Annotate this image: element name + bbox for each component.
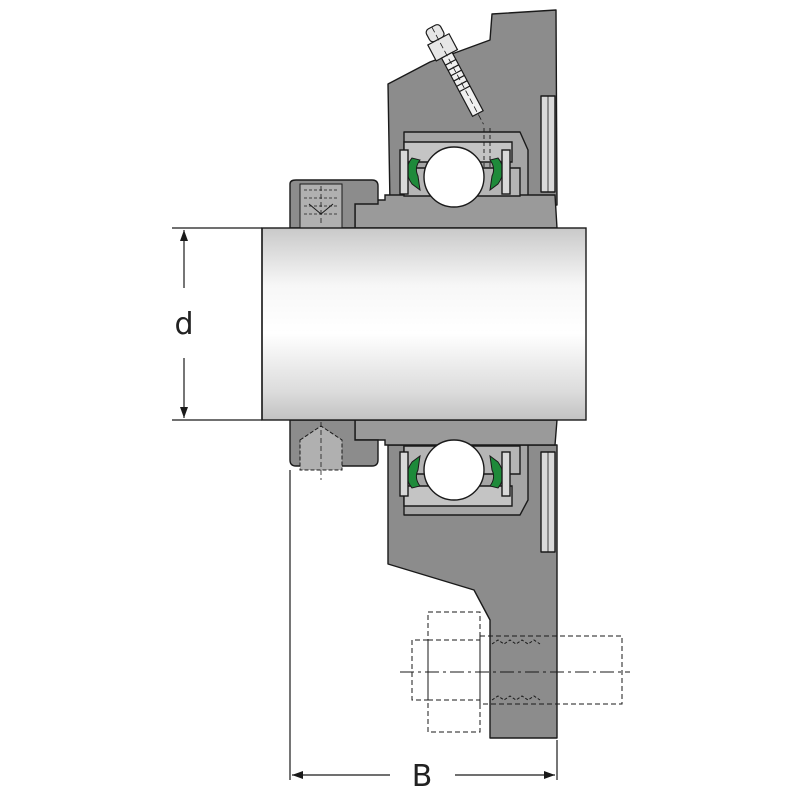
ball-upper bbox=[423, 146, 485, 208]
set-screw-icon bbox=[299, 183, 343, 229]
locking-collar-upper bbox=[289, 179, 379, 229]
dimension-d-label: d bbox=[174, 307, 193, 342]
grease-nipple-icon bbox=[425, 24, 491, 168]
ball-lower-assembly bbox=[399, 439, 513, 507]
locking-collar-lower bbox=[289, 419, 379, 480]
dimension-b-label: B bbox=[412, 759, 433, 794]
ball-upper-assembly bbox=[399, 141, 513, 208]
ball-lower bbox=[423, 439, 485, 501]
mounting-bolt-icon bbox=[400, 611, 630, 733]
shaft bbox=[261, 227, 587, 421]
dimension-d bbox=[172, 227, 262, 421]
dimension-b bbox=[289, 470, 558, 780]
